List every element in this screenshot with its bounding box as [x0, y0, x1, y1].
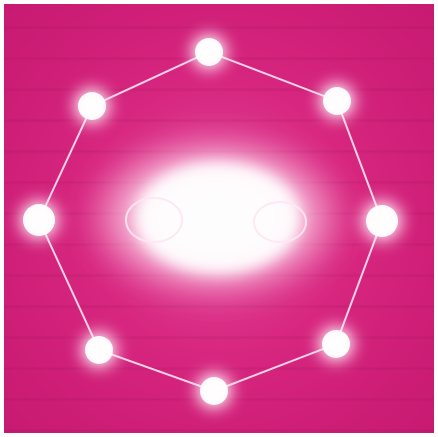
node-bottom-left [75, 326, 123, 374]
diagram-overlay [4, 4, 434, 433]
node-top-left [68, 82, 116, 130]
photo [4, 4, 434, 433]
node-top [185, 28, 233, 76]
node-bottom [190, 367, 238, 415]
node-left [13, 194, 65, 246]
node-top-right [313, 77, 361, 125]
node-bottom-right [312, 320, 360, 368]
node-right [355, 194, 409, 248]
center-glow [81, 132, 351, 302]
